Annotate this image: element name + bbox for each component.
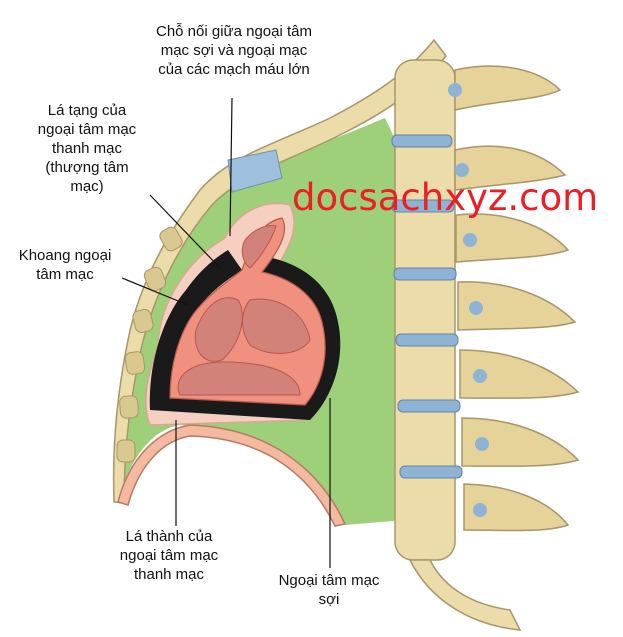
label-parietal-serous-pericardium: Lá thành của ngoại tâm mạc thanh mạc [119, 528, 219, 583]
leader-lines [121, 97, 331, 568]
sternum-segments [116, 226, 183, 463]
heart-chambers [177, 225, 311, 396]
pericardial-cavity [149, 250, 341, 420]
label-junction-fibrous-adventitia: Chỗ nối giữa ngoại tâm mạc sợi và ngoại … [156, 23, 312, 78]
diaphragm [117, 424, 347, 527]
label-pericardial-cavity: Khoang ngoại tâm mạc [18, 247, 112, 283]
label-visceral-serous-pericardium: Lá tạng của ngoại tâm mạc thanh mạc (thư… [37, 102, 137, 195]
vertebral-column [391, 59, 580, 631]
watermark-text: docsachxyz.com [292, 176, 599, 219]
label-fibrous-pericardium: Ngoại tâm mạc sợi [278, 572, 380, 608]
